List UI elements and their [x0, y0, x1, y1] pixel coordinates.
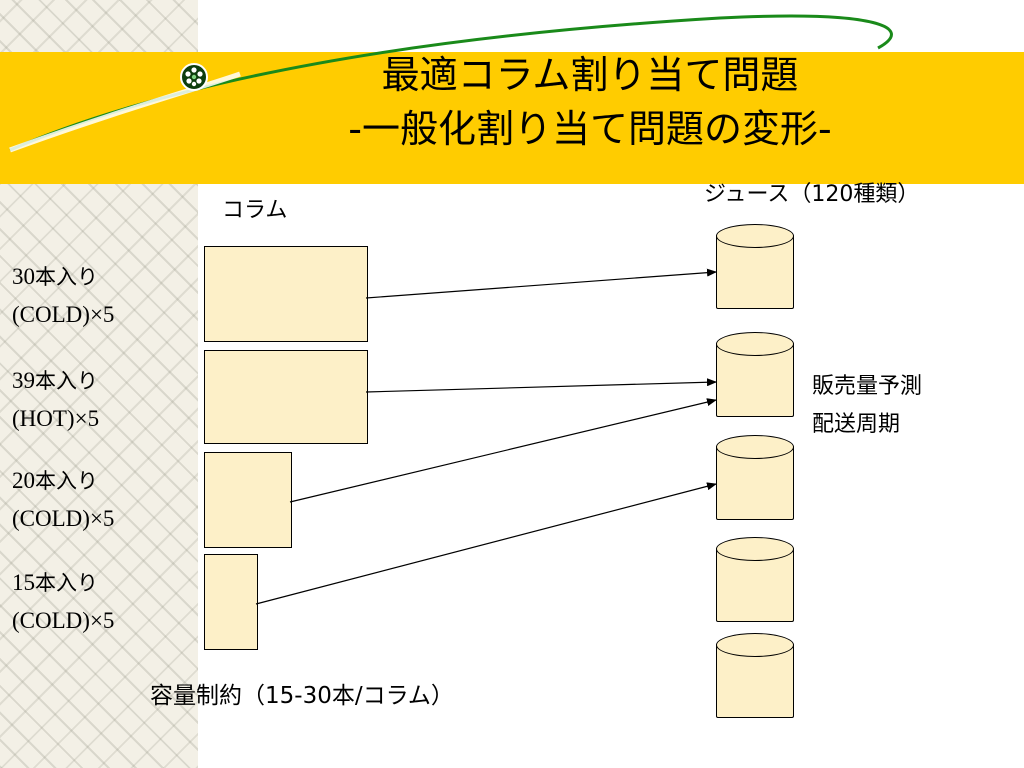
column-box-15-cold — [204, 554, 258, 650]
title-line-1: 最適コラム割り当て問題 — [381, 53, 799, 97]
arrow-39-to-juice2 — [365, 378, 717, 393]
column-suffix: 本入り — [35, 369, 98, 393]
juice-attribute-sales-forecast: 販売量予測 — [812, 374, 923, 399]
columns-header: コラム — [222, 198, 288, 223]
juice-attribute-delivery-cycle: 配送周期 — [812, 412, 901, 437]
juice-attributes: 販売量予測 配送周期 — [812, 368, 922, 444]
column-box-30-cold — [204, 246, 368, 342]
arrow-30-to-juice1 — [365, 268, 717, 299]
column-group-label: 15本入り (COLD)×5 — [12, 564, 114, 640]
column-group-label: 39本入り (HOT)×5 — [12, 362, 99, 438]
column-suffix: 本入り — [35, 469, 98, 493]
slide-title: 最適コラム割り当て問題 -一般化割り当て問題の変形- — [200, 48, 980, 156]
column-temp: (COLD) — [12, 506, 90, 531]
juice-cylinder — [716, 224, 794, 310]
arrow-15-to-juice3 — [255, 482, 717, 605]
bullet-icon — [180, 63, 208, 91]
juice-cylinder — [716, 537, 794, 623]
column-group-label: 20本入り (COLD)×5 — [12, 462, 114, 538]
juice-cylinder — [716, 435, 794, 523]
column-multiplier: ×5 — [89, 506, 115, 531]
column-count: 30 — [12, 264, 35, 289]
capacity-constraint: 容量制約（15-30本/コラム） — [150, 683, 454, 709]
juice-cylinder — [716, 332, 794, 418]
column-count: 39 — [12, 368, 35, 393]
arrow-20-to-juice2 — [289, 398, 717, 503]
column-box-20-cold — [204, 452, 292, 548]
column-box-39-hot — [204, 350, 368, 444]
column-multiplier: ×5 — [89, 608, 115, 633]
title-banner — [0, 52, 1024, 184]
column-temp: (COLD) — [12, 302, 90, 327]
juice-cylinder — [716, 633, 794, 719]
juices-header: ジュース（120種類） — [704, 182, 920, 207]
column-suffix: 本入り — [35, 571, 98, 595]
column-group-label: 30本入り (COLD)×5 — [12, 258, 114, 334]
swoosh-highlight — [9, 71, 241, 153]
column-temp: (HOT) — [12, 406, 75, 431]
column-suffix: 本入り — [35, 265, 98, 289]
column-count: 20 — [12, 468, 35, 493]
column-multiplier: ×5 — [89, 302, 115, 327]
column-count: 15 — [12, 570, 35, 595]
column-temp: (COLD) — [12, 608, 90, 633]
title-line-2: -一般化割り当て問題の変形- — [348, 107, 832, 151]
column-multiplier: ×5 — [74, 406, 100, 431]
